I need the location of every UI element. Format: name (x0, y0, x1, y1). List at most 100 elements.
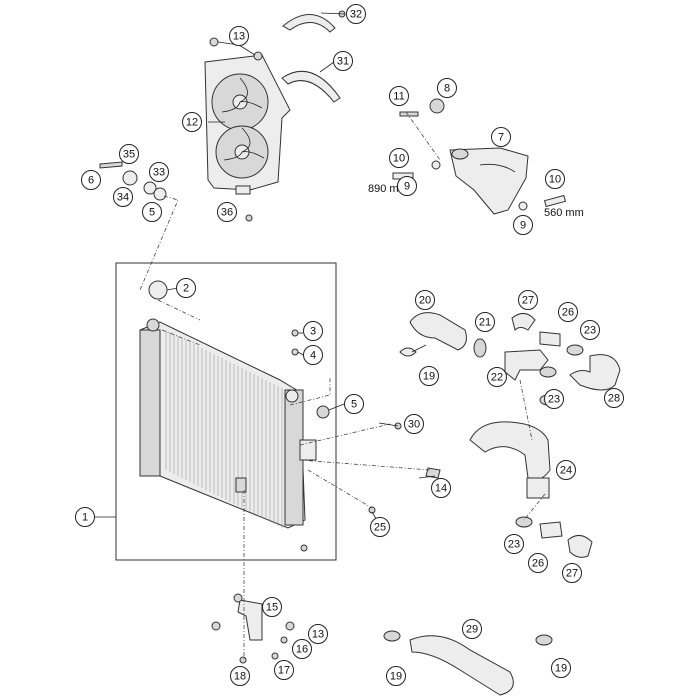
callout-number: 25 (374, 522, 386, 534)
callout-number: 11 (393, 91, 404, 103)
callout-circle (344, 394, 364, 414)
callout-number: 1 (82, 512, 88, 524)
callout-c1: 1 (75, 507, 95, 527)
clamp-23b (539, 366, 557, 378)
callout-circle (308, 624, 328, 644)
callout-number: 13 (233, 31, 245, 43)
callout-circle (274, 660, 294, 680)
callout-number: 34 (117, 192, 129, 204)
clamp-9a (431, 160, 441, 170)
screw-bracket (211, 621, 221, 631)
callout-number: 10 (549, 174, 561, 186)
fan-cover-upper (282, 14, 336, 33)
radiator-group-box (115, 262, 337, 561)
bracket-15 (237, 599, 263, 641)
callout-number: 19 (390, 671, 402, 683)
hose-24-end (526, 477, 550, 499)
callout-c10b: 10 (545, 169, 565, 189)
radiator (139, 318, 317, 529)
callout-number: 24 (560, 465, 572, 477)
callout-c32: 32 (346, 4, 366, 24)
callout-circle (551, 658, 571, 678)
callout-circle (389, 148, 409, 168)
callout-number: 19 (423, 371, 435, 383)
callout-number: 35 (123, 149, 135, 161)
callout-number: 27 (566, 568, 578, 580)
callout-c8: 8 (437, 78, 457, 98)
hose-10b (543, 194, 567, 208)
callout-circle (333, 51, 353, 71)
callout-number: 16 (296, 644, 308, 656)
callout-number: 32 (350, 9, 362, 21)
callout-circle (475, 312, 495, 332)
hose-24 (469, 421, 551, 481)
flange-26b (539, 521, 563, 539)
callout-number: 17 (278, 665, 290, 677)
callout-c13b: 13 (308, 624, 328, 644)
clamp-23d (515, 516, 533, 528)
callout-circle (292, 639, 312, 659)
callout-circle (544, 389, 564, 409)
callout-circle (149, 162, 169, 182)
callout-c23c: 23 (504, 534, 524, 554)
callout-c9a: 9 (397, 176, 417, 196)
fan-cover-lower (281, 70, 341, 103)
callout-c5a: 5 (142, 202, 162, 222)
callout-c11: 11 (389, 86, 409, 106)
callout-number: 36 (221, 207, 233, 219)
callout-circle (415, 290, 435, 310)
callout-circle (487, 367, 507, 387)
callout-circle (397, 176, 417, 196)
o-ring-21 (473, 338, 487, 358)
callout-number: 7 (498, 132, 504, 144)
callout-circle (182, 112, 202, 132)
callout-circle (404, 414, 424, 434)
dimension-hose-right: 560 mm (544, 207, 584, 219)
callout-c4: 4 (303, 345, 323, 365)
callout-circle (491, 127, 511, 147)
callout-c19c: 19 (551, 658, 571, 678)
callout-number: 10 (393, 153, 405, 165)
callout-circle (556, 460, 576, 480)
nut-17 (271, 652, 279, 660)
screw-25 (368, 506, 376, 514)
callout-number: 4 (310, 350, 316, 362)
callout-circle (580, 320, 600, 340)
callout-number: 9 (404, 181, 410, 193)
callout-number: 14 (435, 483, 447, 495)
callout-circle (217, 202, 237, 222)
plug-5b (316, 405, 330, 419)
callout-c17: 17 (274, 660, 294, 680)
callout-circle (370, 517, 390, 537)
sensor-14 (425, 467, 441, 479)
callout-circle (81, 170, 101, 190)
callout-c18: 18 (230, 666, 250, 686)
callout-c35: 35 (119, 144, 139, 164)
clamp-19c (535, 634, 553, 646)
callout-circle (119, 144, 139, 164)
callout-number: 33 (153, 167, 165, 179)
callout-c23a: 23 (580, 320, 600, 340)
clamp-9b (518, 201, 528, 211)
callout-layer: 1234556789910101112131314151617181919192… (75, 4, 624, 686)
callout-number: 18 (234, 671, 246, 683)
clamp-19a (399, 347, 417, 357)
connector-27a (511, 313, 536, 331)
screw-set-left (99, 161, 167, 201)
callout-number: 2 (183, 283, 189, 295)
callout-c13a: 13 (229, 26, 249, 46)
callout-circle (75, 507, 95, 527)
screw-18 (239, 656, 247, 664)
rubber-buffer-13b (253, 51, 263, 61)
callout-c12: 12 (182, 112, 202, 132)
fan-shroud (204, 54, 291, 195)
screw-36 (245, 214, 253, 222)
hose-20 (409, 312, 467, 351)
callout-circle (513, 215, 533, 235)
callout-c30: 30 (404, 414, 424, 434)
callout-circle (562, 563, 582, 583)
callout-circle (229, 26, 249, 46)
callout-number: 13 (312, 629, 324, 641)
